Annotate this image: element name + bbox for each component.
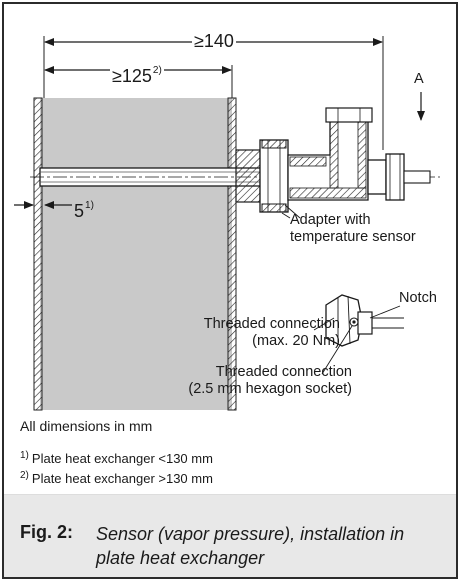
footnote-2: 2)Plate heat exchanger >130 mm — [20, 470, 213, 486]
adapter-body — [287, 107, 431, 201]
caption-band — [4, 495, 456, 577]
figure-caption: Sensor (vapor pressure), installation in… — [96, 524, 405, 568]
dim-inner: ≥1252) — [110, 61, 164, 86]
plate-wall-left — [33, 97, 43, 411]
view-label: A — [414, 71, 424, 87]
footnote-1: 1)Plate heat exchanger <130 mm — [20, 450, 213, 466]
units-note: All dimensions in mm — [20, 418, 153, 434]
adapter-label: Adapter with temperature sensor — [290, 212, 416, 245]
threaded-connection-1-label: Threaded connection (max. 20 Nm) — [203, 316, 340, 349]
threaded-connection-2-label: Threaded connection (2.5 mm hexagon sock… — [188, 364, 352, 397]
dim-offset: 51) — [74, 200, 94, 221]
plate-body — [40, 98, 232, 410]
wall-fitting — [235, 139, 289, 213]
notch-label: Notch — [399, 290, 437, 306]
detail-view — [313, 294, 404, 375]
figure-label: Fig. 2: — [20, 522, 73, 542]
dim-overall: ≥140 — [192, 31, 236, 51]
